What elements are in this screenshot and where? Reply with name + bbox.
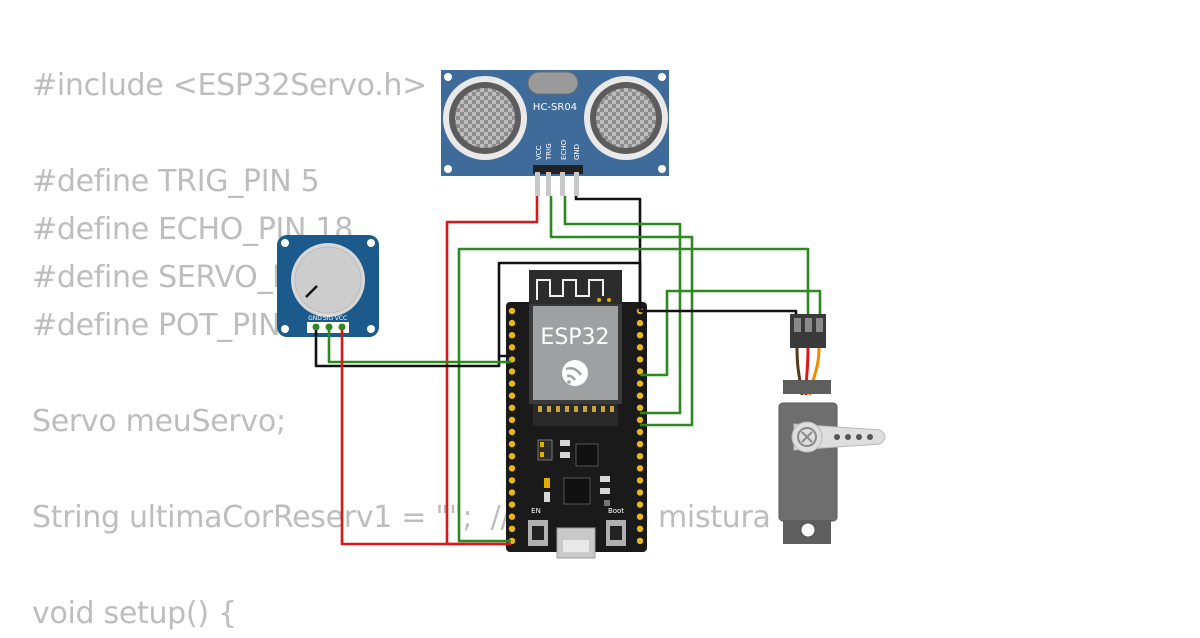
pot-pin-label: VCC <box>335 315 347 322</box>
code-line: void setup() { <box>32 596 237 631</box>
code-line: #include <ESP32Servo.h> <box>32 68 427 103</box>
pin-header-left <box>508 307 516 545</box>
header-pin[interactable] <box>636 489 644 496</box>
code-line: #define TRIG_PIN 5 <box>32 164 320 199</box>
sensor-pin-label: ECHO <box>560 139 568 160</box>
code-line: String ultimaCorReserv1 = ""; // de mist… <box>32 500 771 535</box>
header-pin[interactable] <box>636 501 644 508</box>
header-pin[interactable] <box>636 344 644 351</box>
header-pin[interactable] <box>636 477 644 484</box>
header-pin[interactable] <box>508 332 516 339</box>
header-pin[interactable] <box>636 332 644 339</box>
servo-top <box>783 380 831 394</box>
boot-button[interactable] <box>606 520 626 546</box>
header-pin[interactable] <box>636 392 644 399</box>
header-pin[interactable] <box>508 513 516 520</box>
espressif-logo-icon <box>562 360 588 386</box>
header-pin[interactable] <box>508 368 516 375</box>
sensor-pin-label: TRIG <box>545 143 553 161</box>
header-pin[interactable] <box>636 453 644 460</box>
crystal <box>527 71 579 95</box>
pot-pin-label: SIG <box>323 315 334 322</box>
potentiometer[interactable]: GND SIG VCC <box>277 235 379 337</box>
wire-esp-gnd <box>497 261 642 358</box>
header-pin[interactable] <box>636 380 644 387</box>
pin-header-right <box>636 307 644 545</box>
esp32-board[interactable]: ESP32 EN <box>506 270 647 559</box>
code-text: #include <ESP32Servo.h> #define TRIG_PIN… <box>32 62 771 638</box>
en-label: EN <box>531 507 541 515</box>
wire-servo-gnd <box>640 309 798 314</box>
header-pin[interactable] <box>508 416 516 424</box>
ultrasonic-sensor[interactable]: HC-SR04 VCC TRIG ECHO GND <box>441 70 669 196</box>
sensor-header <box>533 165 583 174</box>
servo-motor[interactable] <box>778 314 886 544</box>
servo-horn <box>791 421 886 453</box>
transducer-right <box>584 76 668 160</box>
en-button[interactable] <box>528 520 548 546</box>
header-pin[interactable] <box>508 428 516 436</box>
header-pin[interactable] <box>636 319 644 327</box>
sensor-pins <box>535 172 579 196</box>
regulator-chip <box>575 443 599 467</box>
sensor-label: HC-SR04 <box>533 102 577 113</box>
header-pin[interactable] <box>508 453 516 460</box>
header-pin[interactable] <box>508 319 516 327</box>
servo-body <box>778 402 838 522</box>
header-pin[interactable] <box>508 537 516 545</box>
header-pin[interactable] <box>508 440 516 448</box>
pot-pin-label: GND <box>308 315 322 322</box>
wire-sensor-gnd <box>574 196 642 310</box>
header-pin[interactable] <box>508 525 516 532</box>
sensor-pin-labels: VCC TRIG ECHO GND <box>535 139 581 161</box>
wire-pot-sig <box>327 330 511 364</box>
wire-pot-vcc <box>340 330 511 546</box>
antenna-trace <box>536 279 604 300</box>
mount-hole <box>444 73 452 81</box>
mount-hole <box>658 73 666 81</box>
header-pin[interactable] <box>508 501 516 508</box>
header-pin[interactable] <box>508 477 516 484</box>
header-pin[interactable] <box>508 404 516 411</box>
pot-pointer <box>305 285 318 298</box>
wires <box>314 196 822 546</box>
code-line: #define ECHO_PIN 18 <box>32 212 354 247</box>
wire-trig <box>549 196 694 427</box>
wire-echo <box>563 196 682 415</box>
boot-label: Boot <box>608 507 624 515</box>
code-line: #define POT_PIN 3 <box>32 308 309 343</box>
header-pin[interactable] <box>508 344 516 351</box>
header-pin[interactable] <box>508 465 516 472</box>
mount-hole <box>444 165 452 173</box>
header-pin[interactable] <box>636 356 644 363</box>
usb-uart-chip <box>563 477 591 505</box>
code-line: Servo meuServo; <box>32 404 286 439</box>
header-pin[interactable] <box>636 416 644 424</box>
module-pad-row <box>538 406 614 412</box>
module-pads <box>533 404 618 426</box>
header-pin[interactable] <box>636 513 644 520</box>
header-pin[interactable] <box>636 428 644 436</box>
header-pin[interactable] <box>636 440 644 448</box>
sensor-pin-label: VCC <box>535 145 543 160</box>
transducer-left <box>443 76 527 160</box>
header-pin[interactable] <box>508 392 516 399</box>
code-line: #define SERVO_PIN <box>32 260 321 295</box>
pot-knob <box>294 246 362 314</box>
header-pin[interactable] <box>636 525 644 532</box>
sensor-pin-label: GND <box>573 144 581 160</box>
pot-pin-labels: GND SIG VCC <box>308 315 347 322</box>
wire-servo-vcc <box>457 247 810 543</box>
header-pin[interactable] <box>508 489 516 496</box>
mount-hole <box>658 165 666 173</box>
header-pin[interactable] <box>636 404 644 411</box>
header-pin[interactable] <box>636 465 644 472</box>
header-pin[interactable] <box>508 380 516 387</box>
wire-servo-signal <box>640 289 822 377</box>
header-pin[interactable] <box>636 368 644 375</box>
esp32-label: ESP32 <box>540 325 609 350</box>
header-pin[interactable] <box>636 537 644 545</box>
header-pin[interactable] <box>508 307 516 315</box>
